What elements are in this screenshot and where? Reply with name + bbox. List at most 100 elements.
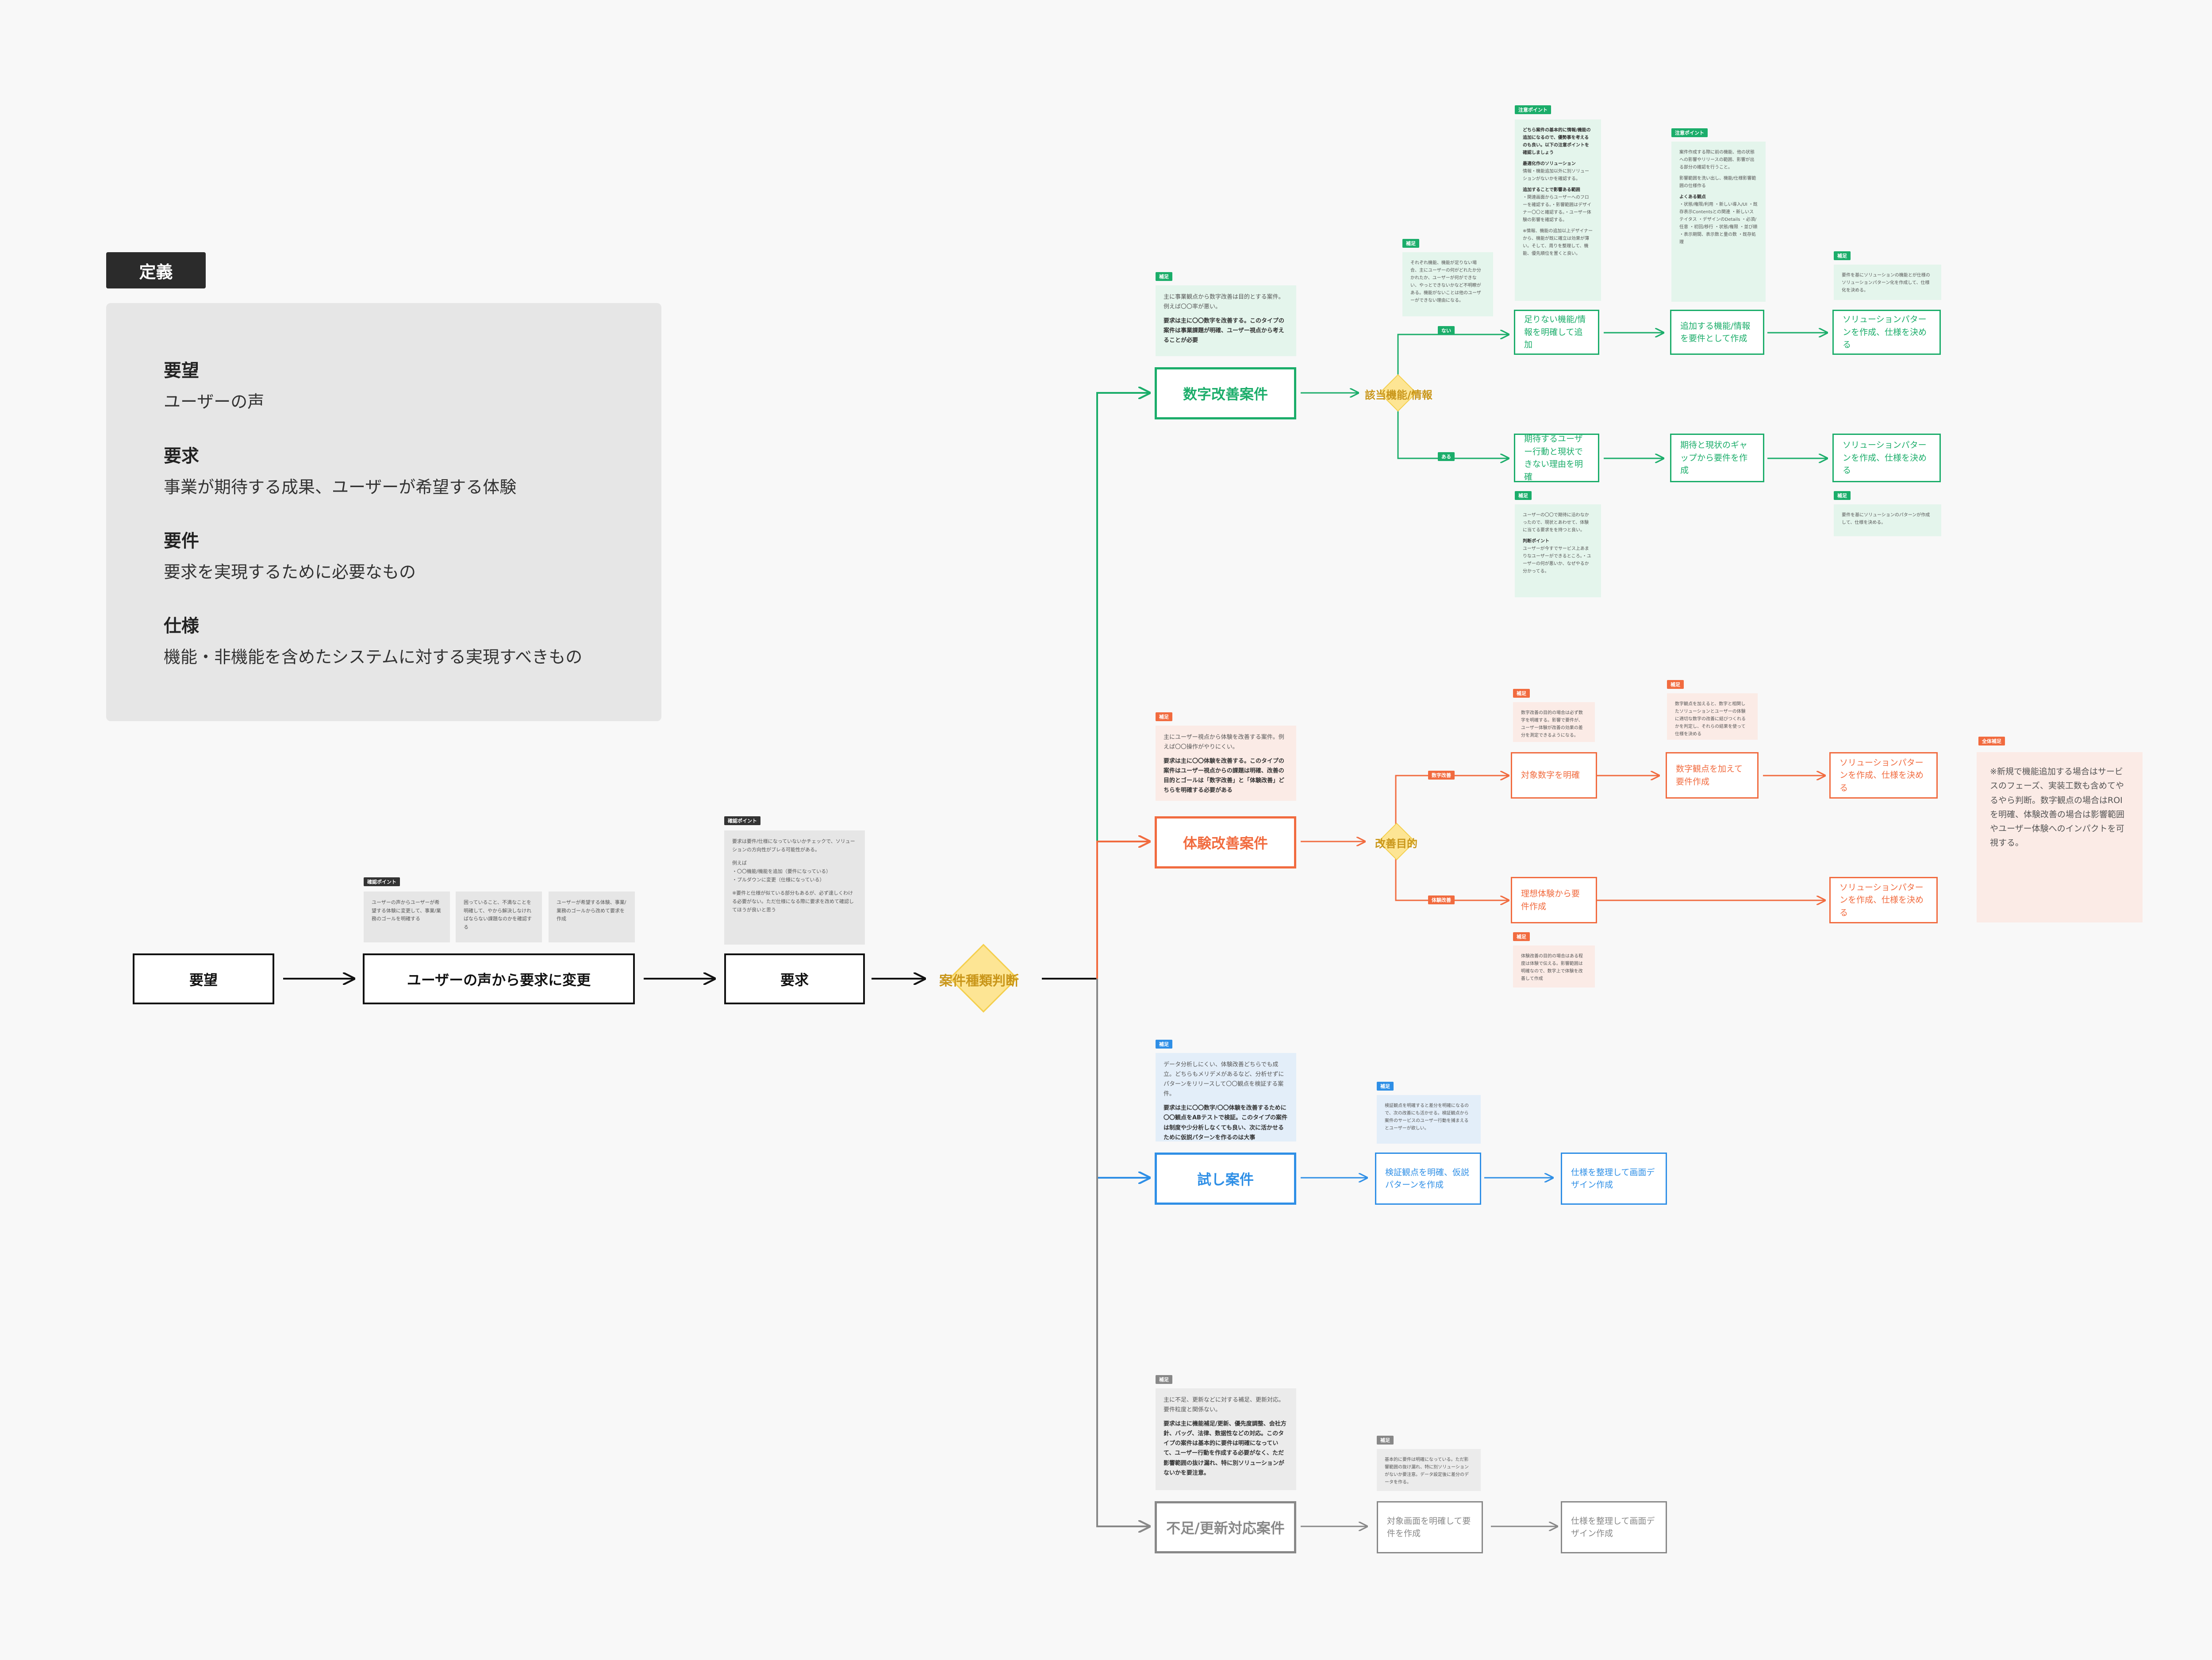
numeric-decision-label: 該当機能/情報 [1365,389,1432,401]
experience-bottom-step-2[interactable]: ソリューションパターンを作成、仕様を決める [1829,877,1938,923]
fix-tag: 補足 [1156,1375,1172,1384]
numeric-category-box[interactable]: 数字改善案件 [1155,367,1296,419]
experience-category-box[interactable]: 体験改善案件 [1155,816,1296,868]
definition-title: 定義 [106,252,206,288]
numeric-top-end-tag: 補足 [1834,251,1851,260]
trial-n-note: 検証観点を明確すると差分を明確になるので、次の改善にも活かせる。検証観点から案件… [1377,1095,1481,1144]
experience-bottom-step-1[interactable]: 理想体験から要件作成 [1511,877,1597,923]
definition-term-0: 要望 ユーザーの声 [164,356,264,412]
definition-term-1: 要求 事業が期待する成果、ユーザーが希望する体験 [164,442,516,498]
numeric-note: 主に事業観点から数字改善は目的とする案件。例えば〇〇率が悪い。 要求は主に〇〇数… [1156,285,1296,356]
term-description: 機能・非機能を含めたシステムに対する実現すべきもの [164,647,583,667]
trial-note: データ分析しにくい、体験改善どちらでも成立。どちらもメリデメがあるなど、分析せず… [1156,1053,1296,1141]
request-box[interactable]: 要望 [133,953,274,1004]
trial-step-2[interactable]: 仕様を整理して画面デザイン作成 [1561,1153,1667,1205]
numeric-top-step-3[interactable]: ソリューションパターンを作成、仕様を決める [1832,310,1941,355]
experience-top-step-3[interactable]: ソリューションパターンを作成、仕様を決める [1829,752,1938,799]
convert-box[interactable]: ユーザーの声から要求に変更 [363,953,635,1004]
point1-section-2-desc: ・関連画面からユーザーへのフローを確認する。・影響範囲はデザイナー〇〇と確認する… [1523,195,1591,223]
definition-panel: 要望 ユーザーの声 要求 事業が期待する成果、ユーザーが希望する体験 要件 要求… [106,303,661,721]
requirement-box[interactable]: 要求 [724,953,865,1004]
numeric-bottom-end-note: 要件を基にソリューションのパターンが作成して、仕様を決める。 [1834,504,1941,536]
numeric-small-note: それぞれ機能、機能が足りない場合、主にユーザーの何がどれたか分かれたか、ユーザー… [1402,252,1493,316]
term-label: 要望 [164,361,199,381]
experience-n3-tag: 補足 [1513,932,1530,941]
point1-section-1: 最適化作のソリューション [1523,161,1576,166]
fix-n-tag: 補足 [1377,1436,1394,1445]
term-label: 仕様 [164,616,199,636]
point1-intro: どちら案件の基本的に情報/機能の追加になるので、優勢事を考えるのも良い。以下の注… [1523,128,1591,155]
trial-step-1[interactable]: 検証観点を明確、仮説パターンを作成 [1375,1153,1481,1205]
definition-term-3: 仕様 機能・非機能を含めたシステムに対する実現すべきもの [164,611,582,668]
requirement-note-outro: ※要件と仕様が似ている部分もあるが、必ず達しくわける必要がない。ただ仕様になる際… [732,890,854,913]
numeric-point2-tag: 注意ポイント [1671,128,1708,137]
experience-top-step-2[interactable]: 数字観点を加えて要件作成 [1666,752,1759,799]
numeric-bottom-end-tag: 補足 [1834,491,1851,500]
numeric-branch-none: ない [1438,326,1455,335]
numeric-gap-note: ユーザーの〇〇で期待に沿わなかったので、現状とあわせて、体験に当てる要求をを持つ… [1515,504,1601,597]
experience-note-emphasis: 要求は主に〇〇体験を改善する。このタイプの案件はユーザー視点からの課題は明確、改… [1164,758,1285,794]
experience-n1-note: 数字改善の目的の場合は必ず数字を明確する。影響で要件が、ユーザー体験が改善の効果… [1513,702,1595,742]
requirement-note-example-1: ・〇〇機能/機能を追加（要件になっている） [732,868,831,875]
numeric-note-body: 主に事業観点から数字改善は目的とする案件。例えば〇〇率が悪い。 [1164,294,1284,311]
gap-note-body: ユーザーの〇〇で期待に沿わなかったので、現状とあわせて、体験に当てる要求をを持つ… [1523,513,1589,533]
requirement-note: 要求は要件/仕様になっていないかチェックで、ソリューションの方向性がブレる可能性… [724,830,865,945]
definition-term-2: 要件 要求を実現するために必要なもの [164,526,416,583]
numeric-point1-note: どちら案件の基本的に情報/機能の追加になるので、優勢事を考えるのも良い。以下の注… [1515,119,1601,301]
experience-n2-note: 数字観点を加えると、数字と相関したソリューションとユーザーの体験に適切な数字の改… [1667,693,1758,740]
experience-branch-exp: 体験改善 [1428,895,1455,904]
point2-list: ・状態/権限/利用 ・新しい導入/UI ・既存表示Contentsとの関連 ・新… [1679,202,1758,245]
fix-step-1[interactable]: 対象画面を明確して要件を作成 [1377,1501,1483,1553]
experience-n1-tag: 補足 [1513,689,1530,698]
term-label: 要求 [164,446,199,466]
trial-n-tag: 補足 [1377,1082,1394,1091]
term-description: ユーザーの声 [164,392,265,411]
experience-decision-label: 改善目的 [1375,838,1417,850]
convert-note-2: 困っていること、不満なことを明確して、やから解決しなければならない課題なのかを確… [456,891,542,942]
numeric-bottom-step-1[interactable]: 期待するユーザー行動と現状できない理由を明確 [1514,434,1599,482]
point1-section-1-desc: 情報・機能追加以外に別ソリューションがないかを確認する。 [1523,169,1589,181]
numeric-top-step-1[interactable]: 足りない機能/情報を明確して追加 [1514,310,1599,355]
numeric-point1-tag: 注意ポイント [1515,105,1551,114]
term-description: 事業が期待する成果、ユーザーが希望する体験 [164,477,517,497]
fix-note-body: 主に不足、更新などに対する補足、更新対応。要件粒度と関係ない。 [1164,1397,1285,1414]
numeric-point2-note: 案件作成する際に前の機能、他の状態への影響やリリースの範囲、影響が出る部分の確認… [1671,142,1766,302]
numeric-bottom-step-3[interactable]: ソリューションパターンを作成、仕様を決める [1832,434,1941,482]
trial-note-body: データ分析しにくい、体験改善どちらでも成立。どちらもメリデメがあるなど、分析せず… [1164,1061,1284,1098]
numeric-small-tag: 補足 [1402,239,1419,248]
overall-note: ※新規で機能追加する場合はサービスのフェーズ、実装工数も含めてやるやら判断。数字… [1977,752,2143,922]
numeric-note-emphasis: 要求は主に〇〇数字を改善する。このタイプの案件は事業課題が明確、ユーザー視点から… [1164,318,1285,344]
trial-tag: 補足 [1156,1040,1172,1049]
judge-label: 案件種類判断 [939,973,1019,989]
requirement-note-intro: 要求は要件/仕様になっていないかチェックで、ソリューションの方向性がブレる可能性… [732,838,855,853]
point2-intro: 案件作成する際に前の機能、他の状態への影響やリリースの範囲、影響が出る部分の確認… [1679,150,1755,170]
trial-category-box[interactable]: 試し案件 [1155,1153,1296,1205]
numeric-gap-tag: 補足 [1515,491,1532,500]
point2-section-2: よくある観点 [1679,195,1706,200]
requirement-note-example-title: 例えば [732,860,747,866]
point2-section-1: 影響範囲を洗い出し、機能/仕様影響範囲の仕様作る [1679,176,1756,188]
experience-n2-tag: 補足 [1667,680,1684,689]
numeric-bottom-step-2[interactable]: 期待と現状のギャップから要件を作成 [1670,434,1764,482]
gap-note-section: 判断ポイント [1523,539,1549,544]
trial-note-emphasis: 要求は主に〇〇数字/〇〇体験を改善するために〇〇観点をABテストで検証。このタイ… [1164,1105,1287,1141]
requirement-note-example-2: ・プルダウンに変更（仕様になっている） [732,876,825,883]
experience-top-step-1[interactable]: 対象数字を明確 [1511,752,1597,799]
fix-step-2[interactable]: 仕様を整理して画面デザイン作成 [1561,1501,1667,1553]
overall-tag: 全体補足 [1978,737,2005,745]
gap-note-section-desc: ユーザーが今すでサービス上あまりなユーザーができるところ。・ユーザーの何が悪いか… [1523,546,1591,574]
fix-note-emphasis: 要求は主に機能補足/更新、優先度調整、会社方針、バッグ、法律、数据性などの対応。… [1164,1421,1286,1476]
experience-n3-note: 体験改善の目的の場合はある程度は体験で伝える。影響範囲は明確なので、数字上で体験… [1513,945,1595,988]
experience-branch-num: 数字改善 [1428,771,1455,780]
fix-n-note: 基本的に要件は明確になっている。ただ影響範囲の抜け漏れ、特に別ソリューションがな… [1377,1449,1481,1491]
experience-tag: 補足 [1156,712,1172,721]
numeric-top-end-note: 要件を基にソリューションの機能とが仕様のソリューションパターン化を作成して、仕様… [1834,265,1941,300]
fix-note: 主に不足、更新などに対する補足、更新対応。要件粒度と関係ない。 要求は主に機能補… [1156,1388,1296,1490]
experience-note: 主にユーザー視点から体験を改善する案件。例えば〇〇操作がやりにくい。 要求は主に… [1156,726,1296,801]
numeric-top-step-2[interactable]: 追加する機能/情報を要件として作成 [1670,310,1764,355]
numeric-branch-has: ある [1438,452,1455,461]
fix-category-box[interactable]: 不足/更新対応案件 [1155,1501,1296,1553]
convert-note-1: ユーザーの声からユーザーが希望する体験に変更して、事業/業務のゴールを明確する [364,891,450,942]
point1-section-2: 追加することで影響ある範囲 [1523,188,1580,192]
